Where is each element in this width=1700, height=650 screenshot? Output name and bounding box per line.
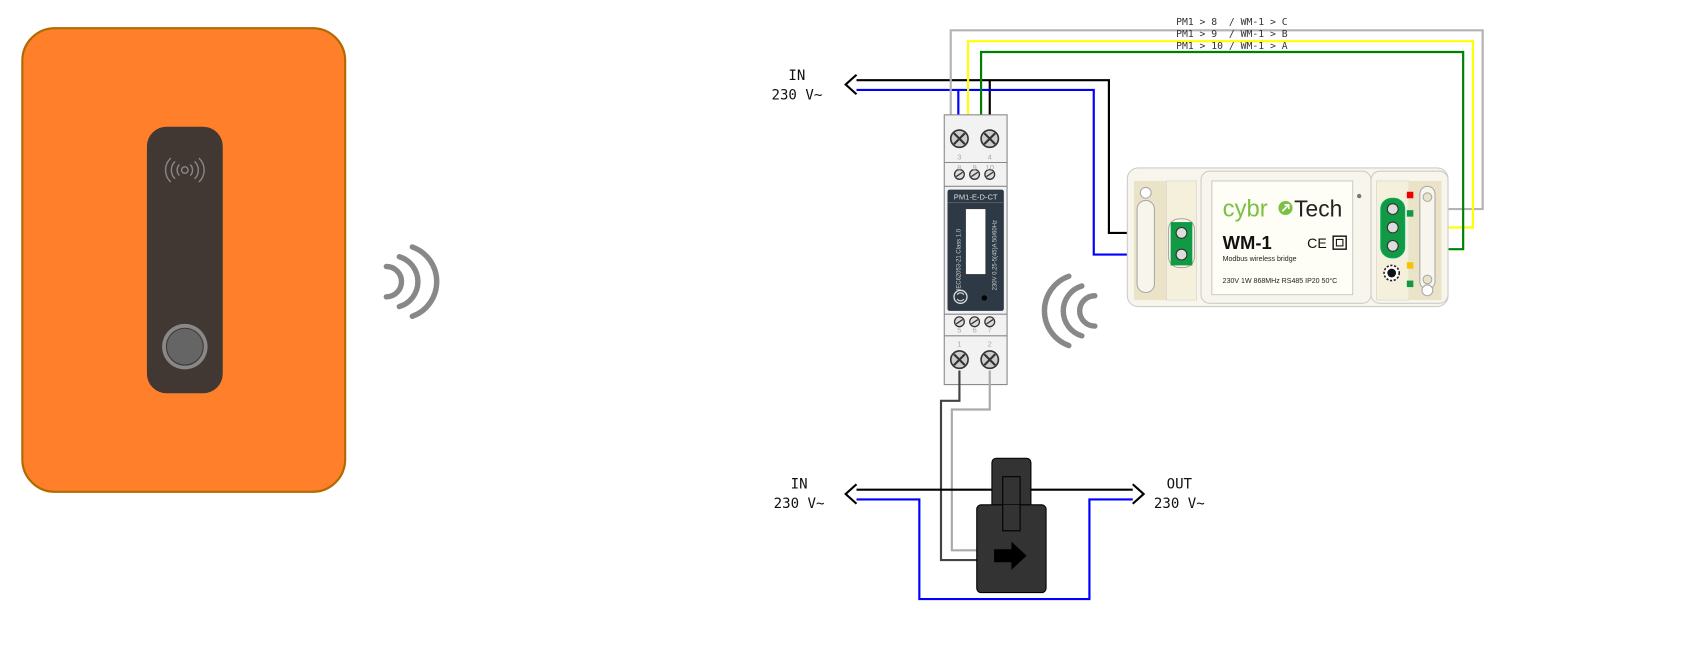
terminal-4-label: 4 [988, 152, 992, 161]
out-voltage: 230 V~ [1154, 496, 1205, 512]
terminal-2-label: 2 [988, 340, 992, 349]
bus-label-a: PM1 > 10 / WM-1 > A [1176, 41, 1288, 52]
svg-text:cybr: cybr [1223, 196, 1268, 223]
cybrotech-logo: cybr Tech [1223, 196, 1343, 223]
meter-rotate-icon [953, 289, 968, 304]
meter-model: PM1-E-D-CT [954, 192, 998, 201]
led-yellow [1406, 262, 1414, 269]
meter-standard: IEC62053-21 Class 1.0 [957, 228, 963, 290]
charger-button[interactable] [162, 323, 208, 370]
current-transformer [976, 457, 1047, 594]
ce-mark: CE [1307, 235, 1327, 251]
wireless-signal-icon [1041, 273, 1098, 349]
in-bottom-voltage: 230 V~ [774, 496, 825, 512]
current-direction-arrow-icon [994, 541, 1027, 570]
wireless-signal-icon [383, 244, 440, 320]
meter-rating: 230V 0.25-5(45)A 50/60Hz [992, 220, 998, 290]
wm1-bridge: cybr Tech WM-1 CE Modbus wireless bridge… [1126, 167, 1449, 308]
pair-button[interactable] [1383, 264, 1401, 282]
bus-label-c: PM1 > 8 / WM-1 > C [1176, 17, 1288, 28]
led-green [1406, 280, 1414, 288]
double-insulation-icon [1332, 235, 1347, 250]
meter-led [981, 295, 988, 301]
out-label: OUT [1167, 477, 1193, 493]
bridge-specs: 230V 1W 868MHz RS485 IP20 50°C [1223, 277, 1338, 285]
terminal-3-label: 3 [957, 152, 961, 161]
led-red [1406, 191, 1414, 199]
load-wires [844, 370, 1146, 601]
terminal-8-label: 8 [957, 163, 961, 172]
rfid-icon [164, 157, 205, 183]
terminal-1-label: 1 [957, 340, 961, 349]
meter-lcd [965, 209, 986, 275]
terminal-5-label: 5 [957, 326, 961, 335]
bridge-model: WM-1 [1223, 232, 1272, 253]
bus-label-b: PM1 > 9 / WM-1 > B [1176, 29, 1288, 40]
energy-meter: 3 4 8 9 10 5 6 7 1 2 PM1-E-D-CT IEC62053… [943, 114, 1008, 386]
terminal-7-label: 7 [988, 326, 992, 335]
bridge-description: Modbus wireless bridge [1223, 256, 1297, 263]
led-green [1406, 210, 1414, 217]
terminal-6-label: 6 [972, 326, 976, 335]
terminal-9-label: 9 [972, 163, 976, 172]
ev-charger [21, 27, 347, 493]
in-top-label: IN [788, 68, 805, 84]
in-bottom-label: IN [791, 477, 808, 493]
terminal-10-label: 10 [986, 163, 994, 172]
in-top-voltage: 230 V~ [771, 88, 822, 104]
svg-text:Tech: Tech [1294, 196, 1342, 222]
